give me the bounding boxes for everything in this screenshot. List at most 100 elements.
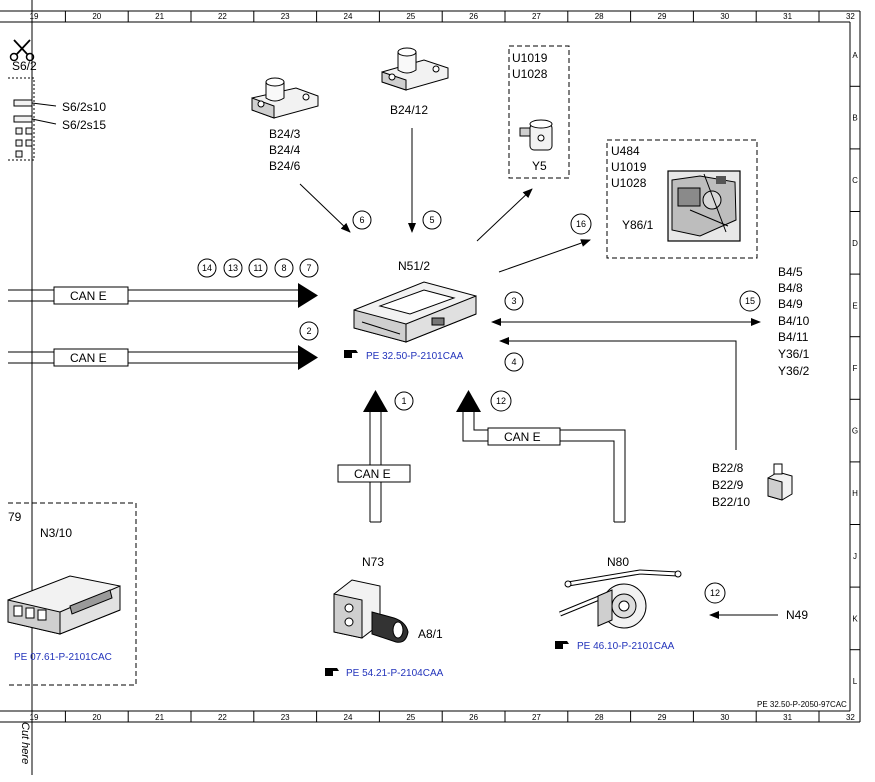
column-label: 26 (469, 12, 478, 21)
b22-label-1: B22/8 (712, 461, 744, 475)
row-label: L (853, 677, 858, 686)
arrow-n51-to-y5 (476, 188, 533, 242)
y5-group-label-1: U1019 (512, 51, 548, 65)
column-label: 23 (281, 12, 290, 21)
can-e-label-n80: CAN E (504, 430, 541, 444)
n80-reference-link[interactable]: PE 46.10-P-2101CAA (577, 641, 675, 652)
level-sensor-icon (767, 463, 793, 501)
n80-label: N80 (607, 555, 629, 569)
row-label: H (852, 489, 858, 498)
signal-number-14: 14 (202, 263, 212, 273)
b4-label-2: B4/8 (778, 281, 803, 295)
column-label: 31 (783, 713, 792, 722)
reference-hand-icon (325, 668, 339, 676)
y5-label: Y5 (532, 159, 547, 173)
signal-number-1: 1 (401, 396, 406, 406)
acceleration-sensor-icon (251, 77, 319, 119)
b4-label-6: Y36/1 (778, 347, 810, 361)
signal-numbers-top: 14 13 11 8 7 2 (197, 258, 319, 341)
y86-1-label: Y86/1 (622, 218, 654, 232)
b4-group-labels: B4/5 B4/8 B4/9 B4/10 B4/11 Y36/1 Y36/2 (778, 265, 810, 378)
column-label: 27 (532, 12, 541, 21)
column-label: 32 (846, 713, 855, 722)
row-label: B (852, 114, 857, 123)
actuator-photo (667, 170, 741, 242)
column-label: 29 (658, 12, 667, 21)
column-label: 19 (30, 12, 39, 21)
steering-column-switch-icon (559, 569, 682, 629)
s6-2-switch-group: S6/2 S6/2s10 S6/2s15 (8, 39, 106, 161)
signal-number-5: 5 (429, 215, 434, 225)
drawing-frame: 1919202021212222232324242525262627272828… (0, 0, 861, 775)
signal-number-3: 3 (511, 296, 516, 306)
column-label: 31 (783, 12, 792, 21)
y5-group: U1019 U1028 Y5 (508, 45, 570, 179)
scissors-icon (9, 39, 35, 62)
signal-number-8: 8 (281, 263, 286, 273)
column-label: 22 (218, 12, 227, 21)
b4-label-4: B4/10 (778, 314, 810, 328)
n73-reference-link[interactable]: PE 54.21-P-2104CAA (346, 668, 444, 679)
column-label: 32 (846, 12, 855, 21)
n51-2-control-unit: N51/2 PE 32.50-P-2101CAA (344, 259, 477, 362)
n73-ignition-switch: N73 A8/1 PE 54.21-P-2104CAA (325, 555, 444, 679)
y86-group-label-3: U1028 (611, 176, 647, 190)
y86-group-label-1: U484 (611, 144, 640, 158)
column-label: 23 (281, 713, 290, 722)
cut-here-label: Cut here (19, 722, 31, 764)
can-e-label-n73: CAN E (354, 467, 391, 481)
column-label: 28 (595, 12, 604, 21)
row-label: A (852, 51, 858, 60)
signal-number-16: 16 (576, 219, 586, 229)
signal-number-11: 11 (253, 263, 262, 273)
column-label: 20 (92, 12, 101, 21)
n3-10-partial-label: 79 (8, 510, 22, 524)
row-label: K (852, 614, 858, 623)
column-label: 24 (344, 713, 353, 722)
b4-label-5: B4/11 (778, 330, 809, 344)
acceleration-sensor-icon (381, 47, 449, 91)
b24-label-3: B24/6 (269, 159, 301, 173)
column-label: 25 (406, 713, 415, 722)
signal-number-12-bottom: 12 (710, 588, 720, 598)
row-label: D (852, 239, 858, 248)
a8-1-label: A8/1 (418, 627, 443, 641)
can-e-label-middle: CAN E (70, 351, 107, 365)
column-label: 24 (344, 12, 353, 21)
y5-group-label-2: U1028 (512, 67, 548, 81)
row-label: G (852, 427, 858, 436)
column-ticks: 1919202021212222232324242525262627272828… (30, 11, 855, 722)
column-label: 25 (406, 12, 415, 21)
n3-10-label: N3/10 (40, 526, 72, 540)
column-label: 20 (92, 713, 101, 722)
b24-label-2: B24/4 (269, 143, 301, 157)
control-unit-icon (353, 281, 477, 343)
n49-label: N49 (786, 608, 808, 622)
ignition-switch-icon (333, 579, 409, 643)
reference-hand-icon (555, 641, 569, 649)
column-label: 26 (469, 713, 478, 722)
b22-label-3: B22/10 (712, 495, 750, 509)
b4-label-1: B4/5 (778, 265, 803, 279)
n3-10-group: 79 N3/10 PE 07.61-P-2101CAC (7, 502, 137, 686)
column-label: 19 (30, 713, 39, 722)
signal-number-4: 4 (511, 357, 516, 367)
engine-control-unit-icon (7, 575, 121, 635)
n80-steering-column-module: N80 PE 46.10-P-2101CAA (555, 555, 682, 652)
s6-2-label: S6/2 (12, 59, 37, 73)
column-label: 29 (658, 713, 667, 722)
row-label: E (852, 301, 857, 310)
n3-10-reference-link[interactable]: PE 07.61-P-2101CAC (14, 652, 112, 663)
n51-2-label: N51/2 (398, 259, 430, 273)
n73-label: N73 (362, 555, 384, 569)
column-label: 27 (532, 713, 541, 722)
signal-number-2: 2 (306, 326, 311, 336)
document-reference: PE 32.50-P-2050-97CAC (757, 700, 847, 709)
signal-number-13: 13 (228, 263, 238, 273)
s6-2s10-label: S6/2s10 (62, 100, 106, 114)
n51-2-reference-link[interactable]: PE 32.50-P-2101CAA (366, 351, 464, 362)
row-label: F (853, 364, 858, 373)
b24-sensor-group: B24/3 B24/4 B24/6 (251, 77, 319, 173)
b22-label-2: B22/9 (712, 478, 744, 492)
